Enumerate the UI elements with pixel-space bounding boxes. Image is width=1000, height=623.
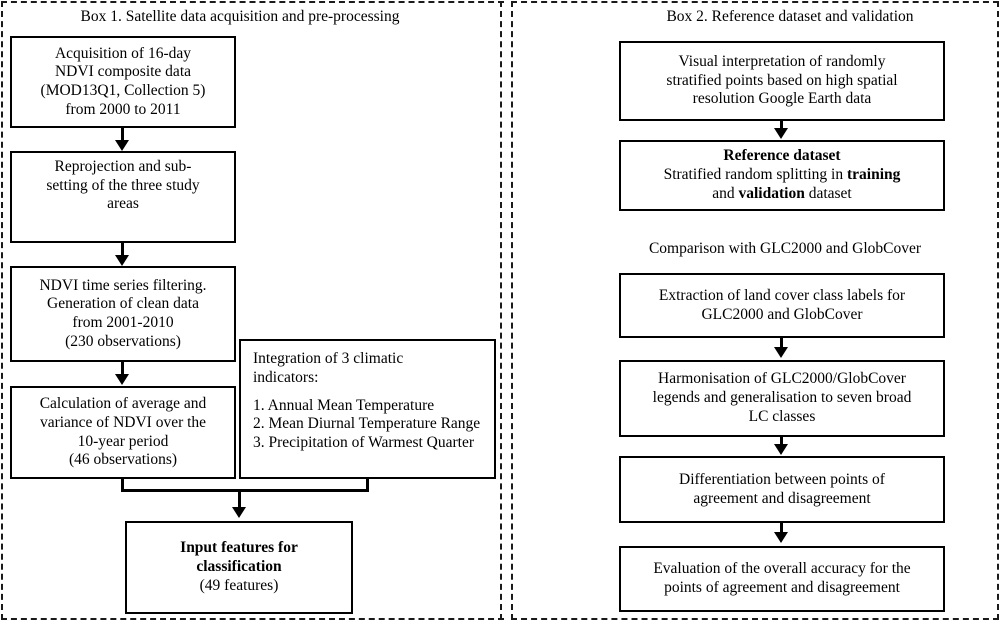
panel-box1: [1, 1, 504, 620]
node-climatic-line2: indicators:: [253, 368, 319, 386]
node-reference-line3: and validation dataset: [627, 185, 937, 204]
node-climatic-item3: 3. Precipitation of Warmest Quarter: [253, 434, 474, 451]
node-evaluation-line1: Evaluation of the overall accuracy for t…: [653, 560, 911, 578]
node-visual-line1: Visual interpretation of randomly: [678, 52, 886, 70]
node-input-features-line3: (49 features): [199, 576, 279, 594]
panel-box2-left-edge: [511, 1, 515, 620]
node-reprojection-line3: areas: [107, 195, 139, 213]
connector-reprojection-to-filtering: [121, 243, 124, 258]
node-acquisition-line4: from 2000 to 2011: [65, 100, 181, 118]
connector-differentiation-to-evaluation: [780, 523, 783, 536]
node-climatic-indicators[interactable]: Integration of 3 climatic indicators: 1.…: [239, 339, 496, 479]
node-acquisition-line2: NDVI composite data: [54, 63, 192, 81]
panel-box1-right-edge: [498, 1, 502, 620]
node-reference-line2-text: Stratified random splitting in: [663, 166, 847, 184]
node-evaluation[interactable]: Evaluation of the overall accuracy for t…: [619, 546, 945, 612]
connector-merge-horizontal: [121, 489, 369, 492]
node-reprojection[interactable]: Reprojection and sub- setting of the thr…: [10, 151, 236, 243]
node-acquisition[interactable]: Acquisition of 16-day NDVI composite dat…: [10, 36, 236, 128]
node-climatic-line1: Integration of 3 climatic: [253, 350, 404, 367]
node-reference-dataset[interactable]: Reference dataset Stratified random spli…: [619, 140, 945, 211]
node-acquisition-line1: Acquisition of 16-day: [54, 44, 192, 62]
node-filtering-line1: NDVI time series filtering.: [39, 276, 207, 294]
node-extraction[interactable]: Extraction of land cover class labels fo…: [619, 273, 945, 338]
node-calculation-line4: (46 observations): [68, 451, 178, 469]
box2-caption: Box 2. Reference dataset and validation: [666, 8, 914, 25]
node-visual-line3: resolution Google Earth data: [692, 90, 872, 108]
arrowhead-filtering-to-calculation: [115, 374, 129, 385]
node-calculation-line1: Calculation of average and: [39, 395, 207, 412]
node-differentiation[interactable]: Differentiation between points of agreem…: [619, 456, 945, 523]
node-input-features-line2: classification: [196, 558, 282, 576]
box2-subcaption: Comparison with GLC2000 and GlobCover: [648, 240, 922, 257]
arrowhead-merge-to-input: [232, 507, 246, 518]
node-filtering[interactable]: NDVI time series filtering. Generation o…: [10, 266, 236, 362]
connector-extraction-to-harmonisation: [780, 338, 783, 349]
node-acquisition-line3: (MOD13Q1, Collection 5): [40, 82, 206, 99]
arrowhead-acquisition-to-reprojection: [115, 140, 129, 151]
node-input-features[interactable]: Input features for classification (49 fe…: [125, 521, 353, 614]
node-evaluation-line2: points of agreement and disagreement: [664, 579, 900, 596]
arrowhead-differentiation-to-evaluation: [774, 532, 788, 543]
node-differentiation-line1: Differentiation between points of: [679, 470, 885, 488]
arrowhead-visual-to-reference: [774, 128, 788, 139]
node-harmonisation-line3: LC classes: [748, 407, 816, 425]
connector-harmonisation-to-differentiation: [780, 437, 783, 447]
node-filtering-line3: from 2001-2010: [72, 314, 174, 331]
node-filtering-line4: (230 observations): [65, 332, 181, 350]
node-differentiation-line2: agreement and disagreement: [693, 489, 871, 507]
node-harmonisation-line2: legends and generalisation to seven broa…: [652, 389, 912, 407]
node-extraction-line2: GLC2000 and GlobCover: [701, 305, 863, 323]
node-reference-line3-text1: and: [712, 184, 739, 202]
connector-merge-to-input: [238, 489, 241, 509]
arrowhead-extraction-to-harmonisation: [774, 347, 788, 358]
connector-filtering-to-calculation: [121, 362, 124, 377]
panel-box2: [511, 1, 999, 620]
node-climatic-item1: 1. Annual Mean Temperature: [253, 396, 435, 414]
arrowhead-reprojection-to-filtering: [115, 255, 129, 266]
node-harmonisation-line1: Harmonisation of GLC2000/GlobCover: [658, 370, 906, 388]
box1-caption: Box 1. Satellite data acquisition and pr…: [80, 8, 400, 25]
node-reference-line3-text2: dataset: [804, 184, 852, 202]
node-reference-line1: Reference dataset: [723, 147, 841, 165]
node-calculation[interactable]: Calculation of average and variance of N…: [10, 386, 236, 479]
node-reprojection-line1: Reprojection and sub-: [54, 157, 192, 175]
node-reference-line2: Stratified random splitting in training: [627, 166, 937, 185]
connector-acquisition-to-reprojection: [121, 128, 124, 143]
node-extraction-line1: Extraction of land cover class labels fo…: [658, 286, 906, 304]
node-reference-line2-bold: training: [847, 166, 901, 184]
node-reference-line3-bold: validation: [738, 184, 805, 202]
connector-calculation-down: [121, 479, 124, 492]
node-filtering-line2: Generation of clean data: [47, 295, 199, 313]
node-visual-line2: stratified points based on high spatial: [666, 71, 898, 89]
node-reprojection-line2: setting of the three study: [46, 176, 200, 194]
node-calculation-line3: 10-year period: [77, 432, 169, 450]
node-input-features-line1: Input features for: [180, 539, 298, 557]
node-harmonisation[interactable]: Harmonisation of GLC2000/GlobCover legen…: [619, 360, 945, 437]
arrowhead-harmonisation-to-differentiation: [774, 444, 788, 455]
connector-climatic-down: [366, 479, 369, 492]
node-visual-interpretation[interactable]: Visual interpretation of randomly strati…: [619, 41, 945, 121]
connector-visual-to-reference: [780, 121, 783, 130]
node-climatic-item2: 2. Mean Diurnal Temperature Range: [253, 415, 481, 433]
node-calculation-line2: variance of NDVI over the: [39, 413, 207, 431]
